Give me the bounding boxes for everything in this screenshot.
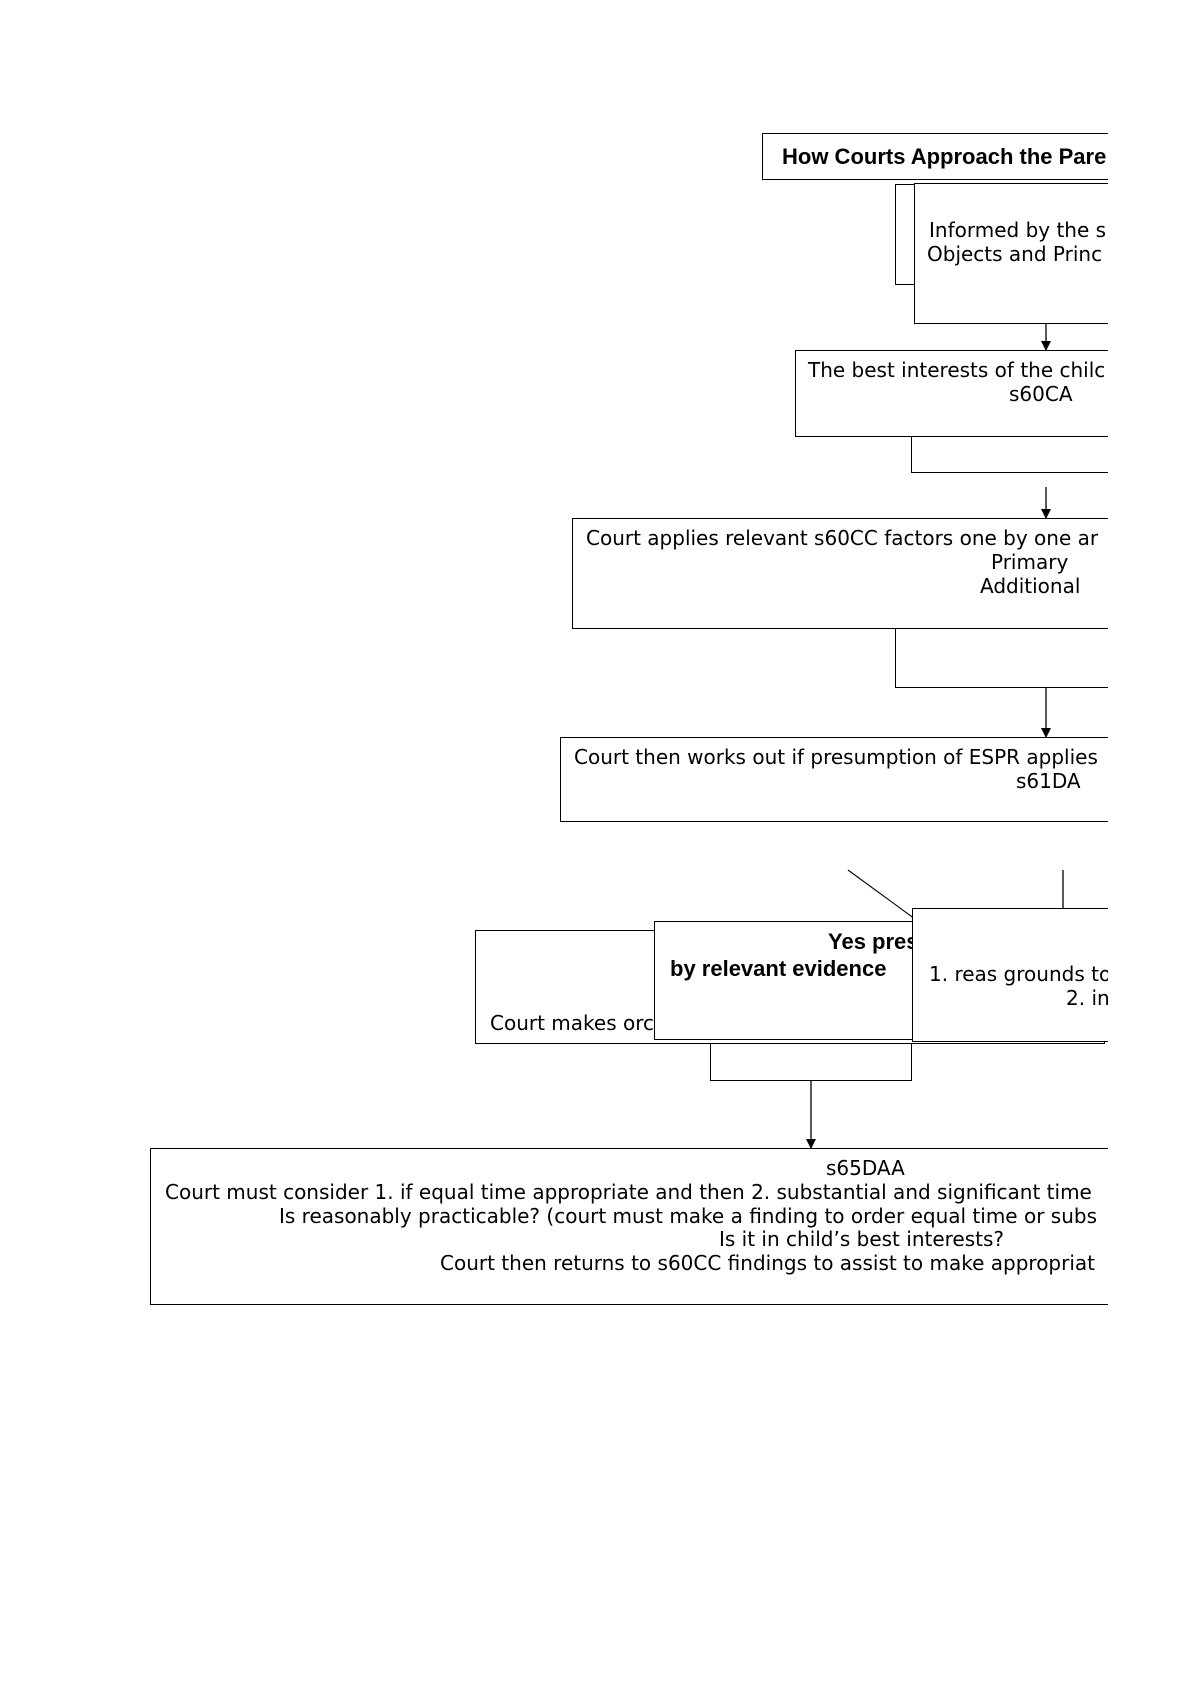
best-interests-box: The best interests of the chilc s60CA: [795, 350, 1108, 437]
factors-line-2: Primary: [991, 550, 1069, 574]
reasonable-grounds-line-1: 1. reas grounds to: [929, 962, 1108, 986]
objects-line-2: Objects and Princ: [927, 242, 1103, 266]
objects-line-1: Informed by the s: [929, 218, 1107, 242]
objects-box: Informed by the s Objects and Princ: [914, 183, 1108, 324]
s65daa-line-2: Court must consider 1. if equal time app…: [165, 1180, 1092, 1204]
factors-box: Court applies relevant s60CC factors one…: [572, 518, 1108, 629]
flowchart-viewport: How Courts Approach the Pare Informed by…: [150, 133, 1108, 1305]
presumption-line-2: s61DA: [1016, 769, 1081, 793]
yes-presumption-line-1: Yes pres: [828, 929, 919, 954]
best-interests-line-1: The best interests of the chilc: [808, 358, 1106, 382]
yes-box-shadow: [710, 1040, 912, 1081]
diagram-title: How Courts Approach the Pare: [782, 144, 1107, 169]
court-makes-orders-line: Court makes orc: [490, 1011, 655, 1035]
s65daa-line-3: Is reasonably practicable? (court must m…: [279, 1204, 1097, 1228]
s65daa-box: s65DAA Court must consider 1. if equal t…: [150, 1148, 1108, 1305]
yes-presumption-line-2: by relevant evidence: [670, 956, 887, 981]
reasonable-grounds-box: 1. reas grounds to 2. in: [912, 908, 1108, 1042]
best-interests-line-2: s60CA: [1009, 382, 1073, 406]
title-box: How Courts Approach the Pare: [762, 133, 1108, 180]
presumption-line-1: Court then works out if presumption of E…: [574, 745, 1098, 769]
presumption-box: Court then works out if presumption of E…: [560, 737, 1108, 822]
factors-line-3: Additional: [980, 574, 1081, 598]
s65daa-line-5: Court then returns to s60CC findings to …: [440, 1251, 1095, 1275]
s65daa-line-4: Is it in child’s best interests?: [719, 1227, 1005, 1251]
s65daa-line-1: s65DAA: [826, 1156, 905, 1180]
factors-line-1: Court applies relevant s60CC factors one…: [586, 526, 1099, 550]
reasonable-grounds-line-2: 2. in: [1066, 986, 1108, 1010]
